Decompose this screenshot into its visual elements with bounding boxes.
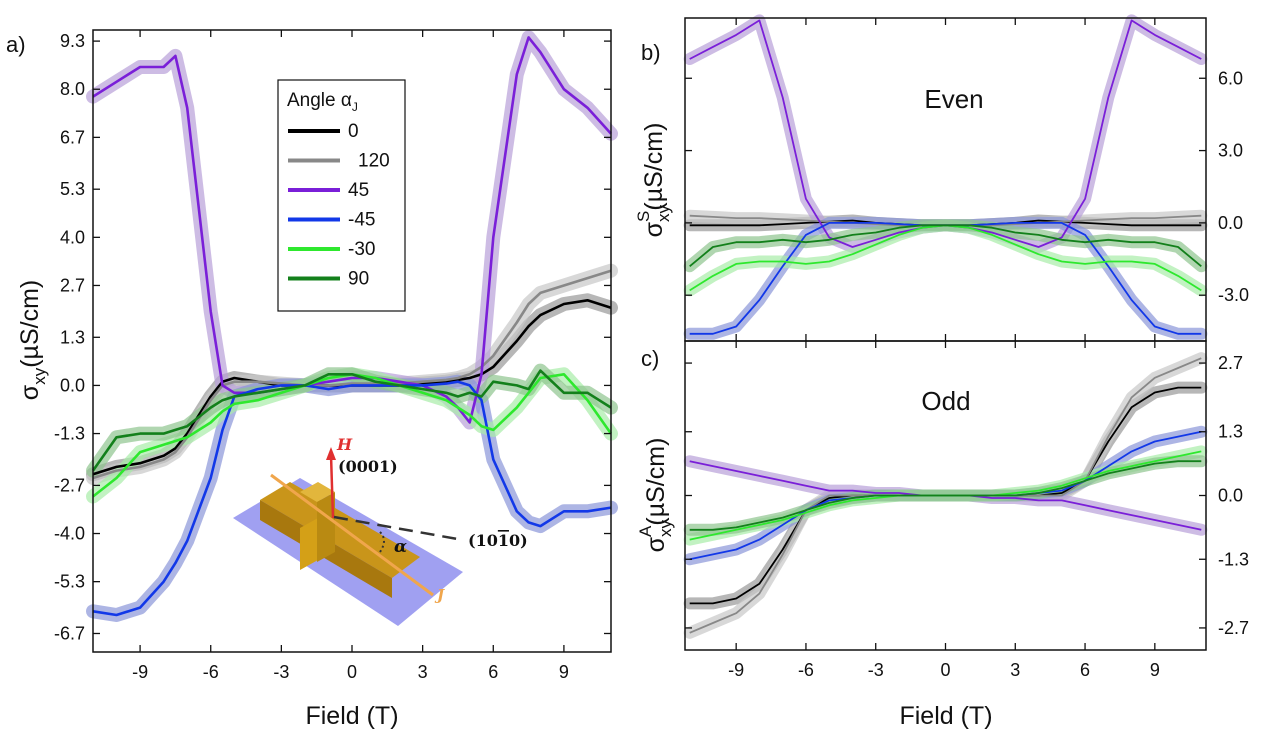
panel-a-y-axis-label: σxy(µS/cm) (16, 280, 49, 400)
panel-a-x-tick-label: 6 (488, 662, 498, 682)
device-inset: H (0001) (1010) α J (233, 435, 528, 626)
legend-box (277, 79, 406, 312)
panel-c-x-tick-label: 6 (1080, 660, 1090, 680)
panel-c-series-lines (689, 357, 1202, 634)
panel-a-x-axis-label: Field (T) (305, 702, 398, 730)
sample-post-front (317, 492, 335, 562)
panel-c-series-90 (689, 460, 1202, 531)
angle-label: α (394, 537, 407, 557)
panel-a-y-tick-label: 2.7 (60, 275, 85, 295)
panel-a-y-tick-label: -1.3 (54, 424, 85, 444)
panel-a-series--30 (92, 372, 613, 498)
panel-a-y-tick-label: 0.0 (60, 375, 85, 395)
current-label: J (434, 586, 445, 604)
panel-a-x-tick-label: -3 (273, 662, 289, 682)
panel-c-y-tick-label: 0.0 (1218, 486, 1243, 506)
panel-a-y-tick-label: -4.0 (54, 524, 85, 544)
panel-a-series-lines (91, 36, 613, 617)
panel-a-y-tick-label: 9.3 (60, 31, 85, 51)
direction-label-0001: (0001) (338, 457, 398, 476)
panel-a-x-tick-label: 9 (559, 662, 569, 682)
panel-a-series-90 (91, 369, 612, 472)
sample-post-top (300, 482, 335, 502)
panel-a-series-120 (92, 269, 612, 480)
h-arrow-head (326, 447, 336, 460)
panel-b-ticks: -3.0 0.0 3.0 6.0 (685, 18, 1249, 341)
panel-c-y-axis-label: σxyA(µS/cm) (636, 438, 675, 553)
panel-b-error-bands (683, 14, 1208, 340)
legend-label-90: 90 (348, 269, 369, 290)
panel-c-x-tick-label: -9 (728, 660, 744, 680)
legend-title: Angle αJ (287, 90, 358, 114)
legend-label--45: -45 (348, 210, 375, 231)
direction-label-1010: (1010) (468, 531, 528, 550)
panel-b-y-tick-label: -3.0 (1218, 285, 1249, 305)
panel-c-x-tick-label: -3 (868, 660, 884, 680)
panel-c-y-tick-label: -2.7 (1218, 618, 1249, 638)
legend-label-45: 45 (348, 180, 369, 201)
panel-b-series-90 (689, 224, 1202, 267)
panel-a-ticks: -6.7 -5.3 -4.0 -2.7 -1.3 0.0 1.3 2.7 4.0 5.3 6.7 8.… (54, 30, 611, 682)
panel-c: -2.7 -1.3 0.0 1.3 2.7 -9 -6 -3 0 3 6 9 c) Odd Field… (636, 340, 1249, 730)
legend: Angle αJ 0 120 45 -45 -30 90 (277, 79, 406, 312)
panel-c-x-tick-label: -6 (798, 660, 814, 680)
panel-a-y-tick-label: 8.0 (60, 79, 85, 99)
legend-items: 0 120 45 -45 -30 90 (288, 121, 390, 290)
panel-c-y-tick-label: -1.3 (1218, 549, 1249, 569)
panel-b-y-tick-label: 3.0 (1218, 141, 1243, 161)
panel-a-x-tick-label: -9 (132, 662, 148, 682)
panel-a-x-tick-label: -6 (203, 662, 219, 682)
panel-a-y-tick-label: -5.3 (54, 572, 85, 592)
panel-a-y-tick-label: -6.7 (54, 623, 85, 643)
panel-b-y-tick-label: 0.0 (1218, 213, 1243, 233)
panel-c-x-axis-label: Field (T) (899, 702, 992, 730)
panel-b-series-lines (689, 19, 1202, 335)
panel-a-label: a) (6, 32, 26, 57)
panel-c-y-tick-label: 2.7 (1218, 353, 1243, 373)
panel-c-y-tick-label: 1.3 (1218, 422, 1243, 442)
panel-a-y-tick-label: -2.7 (54, 475, 85, 495)
panel-b-y-tick-label: 6.0 (1218, 68, 1243, 88)
legend-label-120: 120 (358, 151, 390, 172)
panel-a: -6.7 -5.3 -4.0 -2.7 -1.3 0.0 1.3 2.7 4.0 5.3 6.7 8.… (6, 29, 618, 730)
panel-a-x-tick-label: 0 (347, 662, 357, 682)
panel-a-y-tick-label: 1.3 (60, 327, 85, 347)
panel-c-x-tick-label: 3 (1010, 660, 1020, 680)
panel-a-y-tick-label: 4.0 (60, 227, 85, 247)
panel-b-annotation: Even (924, 84, 983, 114)
legend-label-0: 0 (348, 121, 359, 142)
panel-a-series--45 (92, 380, 612, 617)
panel-a-y-tick-label: 5.3 (60, 179, 85, 199)
h-label: H (336, 435, 353, 454)
panel-c-label: c) (641, 346, 659, 371)
panel-c-annotation: Odd (921, 386, 970, 416)
legend-label--30: -30 (348, 239, 375, 260)
panel-c-x-tick-label: 9 (1150, 660, 1160, 680)
panel-a-y-tick-label: 6.7 (60, 127, 85, 147)
panel-b: -3.0 0.0 3.0 6.0 b) Even σxyS(µS/cm) (634, 14, 1249, 342)
angle-arc (379, 531, 385, 553)
sample-post-side (300, 518, 318, 570)
panel-c-ticks: -2.7 -1.3 0.0 1.3 2.7 -9 -6 -3 0 3 6 9 (685, 341, 1249, 680)
current-line (270, 473, 434, 597)
panel-c-x-tick-label: 0 (940, 660, 950, 680)
panel-b-y-axis-label: σxyS(µS/cm) (634, 123, 673, 238)
h-arrow (329, 454, 335, 519)
panel-b-label: b) (641, 40, 661, 65)
panel-a-x-tick-label: 3 (418, 662, 428, 682)
